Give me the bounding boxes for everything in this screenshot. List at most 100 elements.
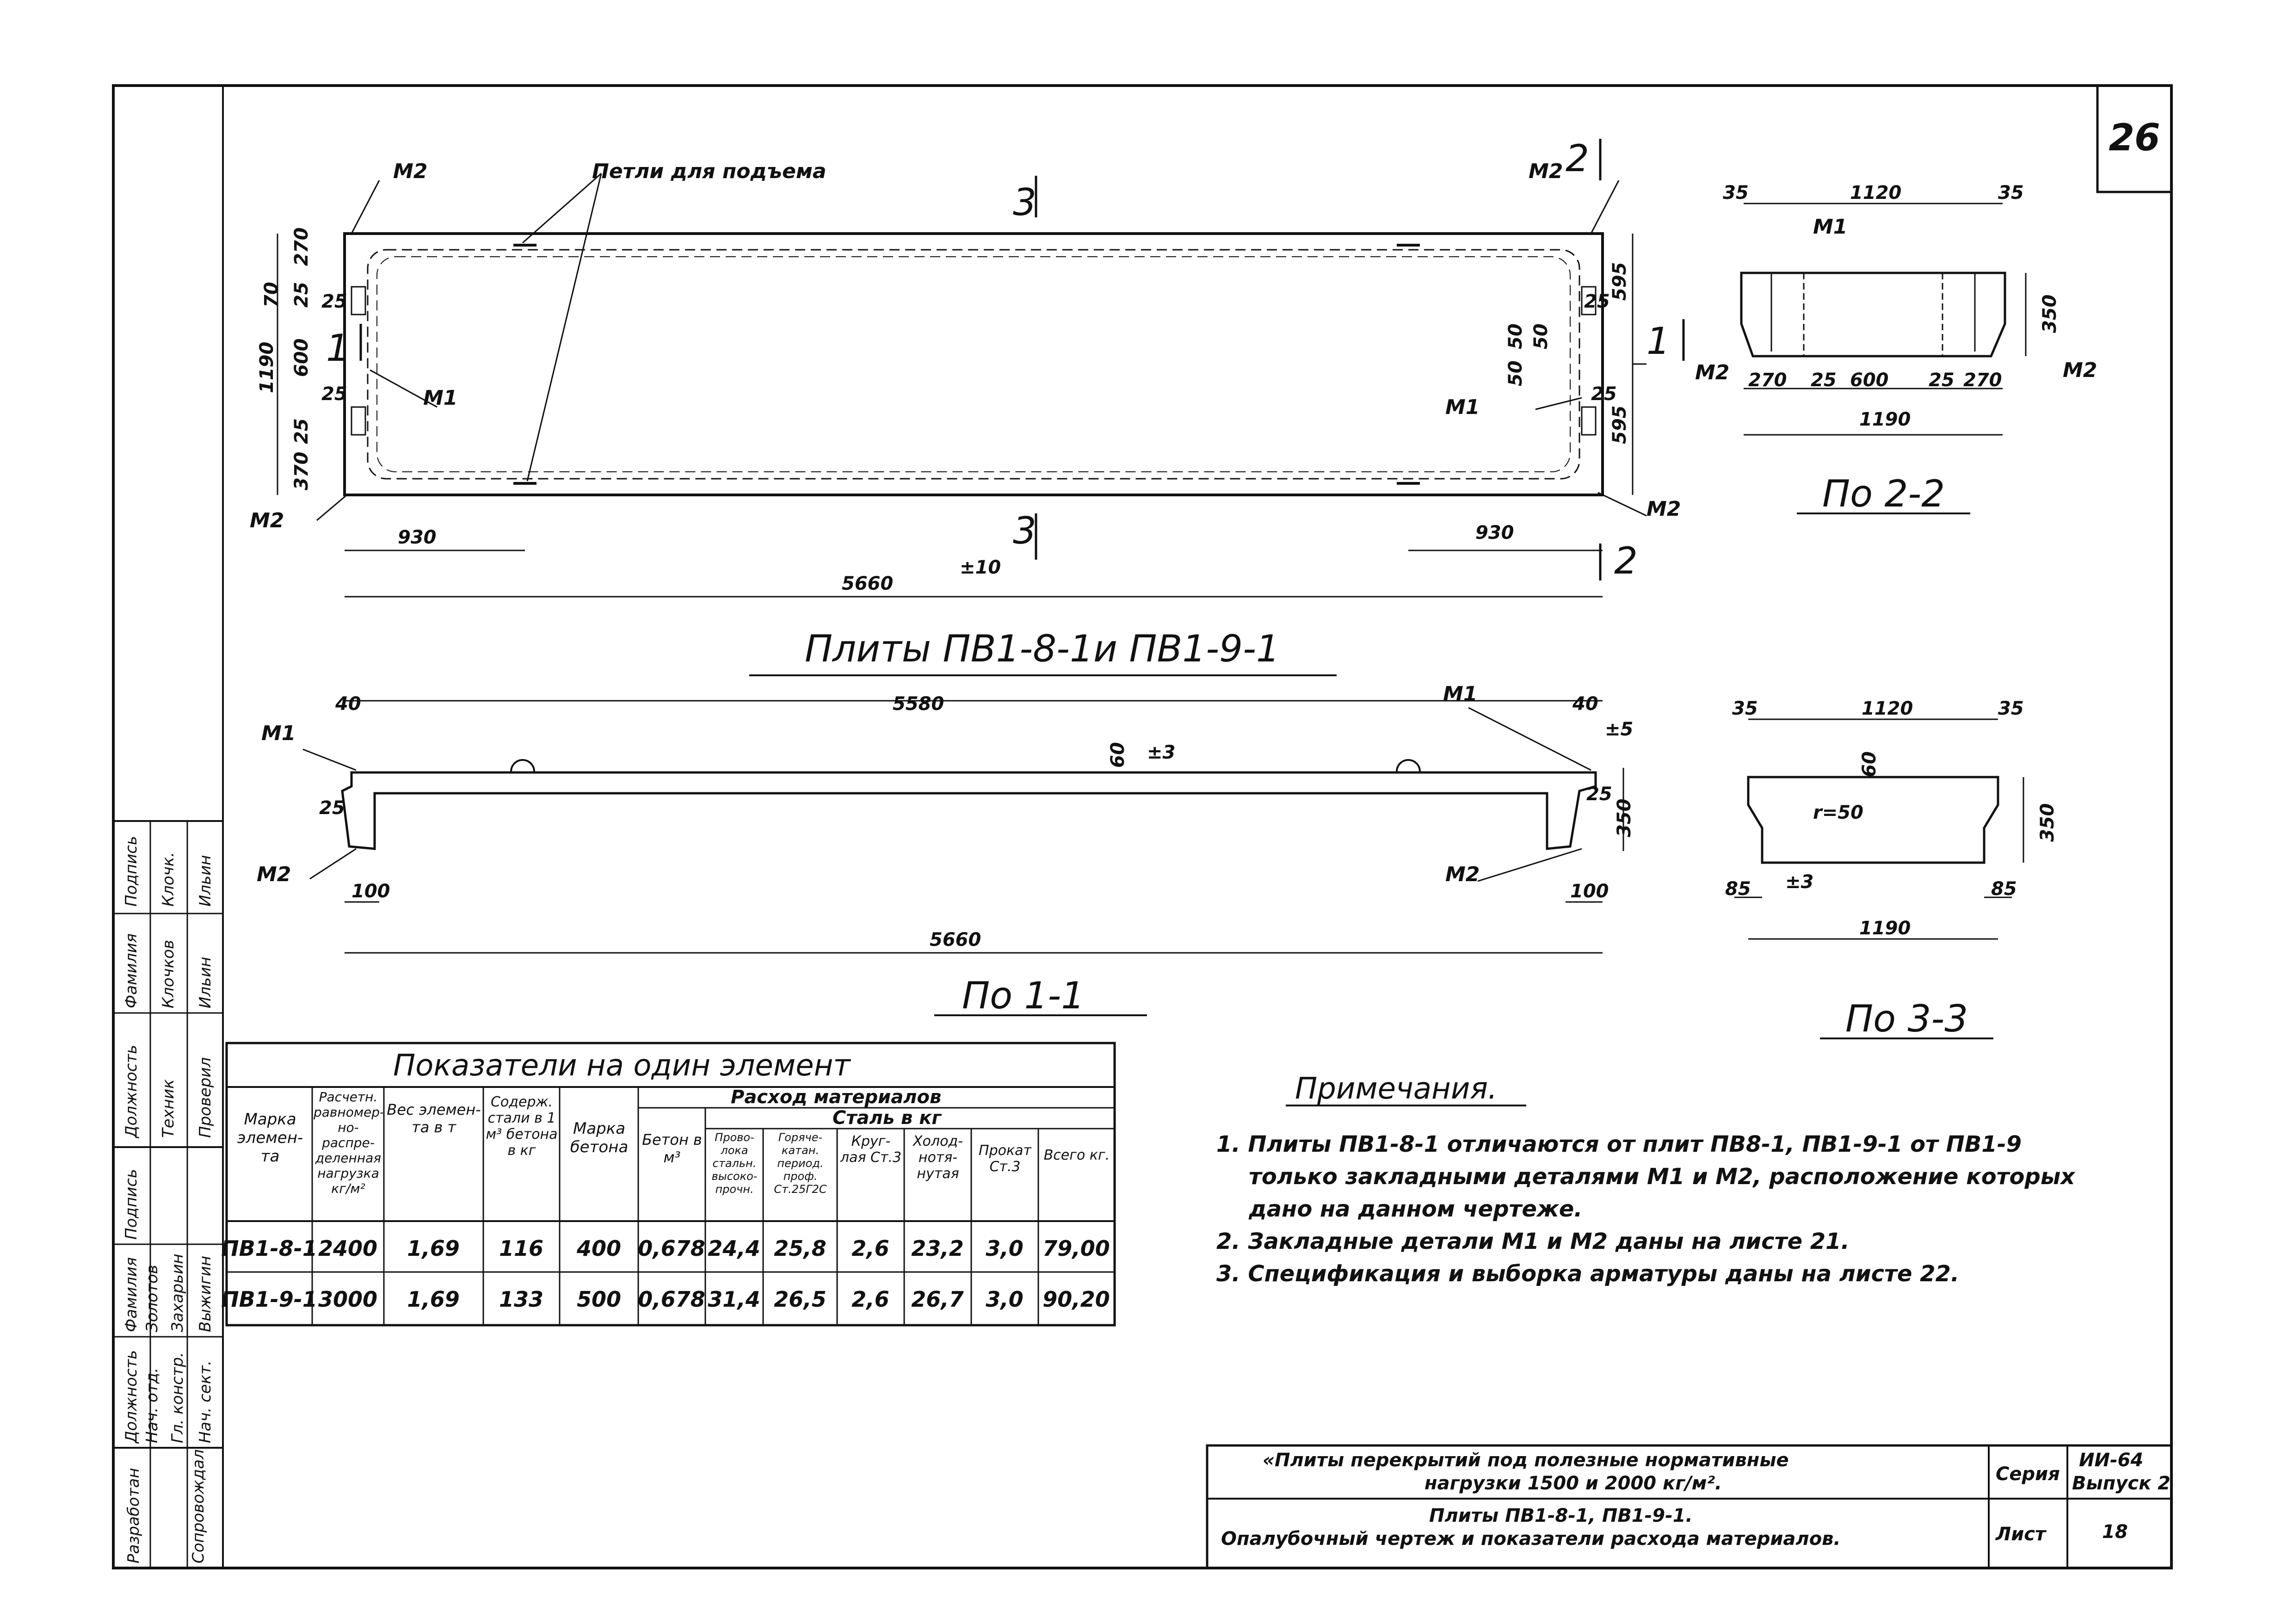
side-stamp-group-label: Сопровождал	[189, 1449, 208, 1563]
table-cell: ПВ1-9-1	[221, 1287, 317, 1312]
table-row: ПВ1-9-1 3000 1,69 133 500 0,678 31,4 26,…	[221, 1287, 1110, 1312]
s11-tol5: ±5	[1605, 719, 1633, 740]
plan-loops-callout: Петли для подъема	[592, 160, 826, 183]
s33-dim-35b: 35	[1998, 698, 2024, 719]
s22-m2-left: M2	[1695, 361, 1729, 384]
table-cell: 0,678	[638, 1287, 705, 1312]
sheet-frame	[112, 84, 2173, 1569]
side-stamp-cell: Выжигин	[196, 1256, 215, 1332]
stamp-sheet-value: 18	[2102, 1521, 2128, 1543]
note-line: только закладными деталями М1 и М2, расп…	[1249, 1164, 2076, 1190]
s22-title: По 2-2	[1822, 472, 1945, 515]
table-cell: 2400	[318, 1236, 377, 1261]
s11-dim-100b: 100	[1570, 881, 1609, 902]
table-cell: 3000	[318, 1287, 377, 1312]
plan-dim-25a: 25	[291, 282, 312, 308]
plan-title: Плиты ПВ1-8-1и ПВ1-9-1	[805, 627, 1280, 670]
table-header-materials: Расход материалов	[731, 1087, 941, 1108]
section-3-3-view	[1734, 718, 2024, 940]
table-cell: 133	[499, 1287, 543, 1312]
s22-dim-25a: 25	[1811, 370, 1837, 391]
s22-dim-35b: 35	[1998, 182, 2024, 204]
table-cell: ПВ1-8-1	[221, 1236, 317, 1261]
s33-title: По 3-3	[1845, 997, 1968, 1040]
stamp-sheet-label: Лист	[1995, 1524, 2047, 1545]
side-stamp	[112, 820, 224, 1569]
side-stamp-cell: Клочков	[159, 940, 178, 1008]
table-cell: 400	[576, 1236, 621, 1261]
plan-section-2-bottom: 2	[1614, 539, 1638, 582]
plan-dim-600: 600	[291, 339, 312, 377]
side-stamp-col-header: Фамилия	[122, 1257, 141, 1332]
s33-dim-60: 60	[1859, 751, 1880, 777]
s33-tol: ±3	[1785, 871, 1813, 893]
plan-dim-total-width: 1190	[256, 342, 278, 393]
side-stamp-cell: Проверил	[196, 1057, 215, 1138]
s11-dim-25: 25	[319, 797, 345, 819]
table-header-cell: Марка элемен- та	[237, 1110, 303, 1166]
plan-section-1-right: 1	[1646, 320, 1670, 363]
side-stamp-cell: Ильин	[196, 855, 215, 907]
stamp-line3: Плиты ПВ1-8-1, ПВ1-9-1.	[1429, 1505, 1693, 1526]
table-cell: 24,4	[708, 1236, 760, 1261]
stamp-line4: Опалубочный чертеж и показатели расхода …	[1221, 1528, 1841, 1550]
section-2-2-view	[1740, 203, 2027, 436]
s22-dim-270a: 270	[1748, 370, 1787, 391]
table-cell: 1,69	[407, 1236, 460, 1261]
s11-dim-100a: 100	[352, 881, 390, 902]
s33-r50: r=50	[1813, 802, 1863, 823]
side-stamp-col-header: Подпись	[122, 1169, 141, 1240]
side-stamp-cell: Клочк.	[159, 852, 178, 907]
table-cell: 90,20	[1042, 1287, 1110, 1312]
s33-dim-350: 350	[2037, 803, 2058, 842]
plan-m1-right: M1	[1445, 395, 1480, 419]
sheet-number: 26	[2109, 116, 2160, 159]
plan-section-1-left: 1	[326, 327, 350, 370]
note-line: дано на данном чертеже.	[1248, 1196, 1582, 1222]
table-cell: 3,0	[986, 1236, 1024, 1261]
s11-m1-right: M1	[1443, 682, 1477, 706]
table-header-cell: Прокат Ст.3	[979, 1142, 1031, 1175]
table-cell: 26,7	[911, 1287, 964, 1312]
s22-dim-350: 350	[2039, 295, 2060, 333]
s22-dim-1120: 1120	[1850, 182, 1901, 204]
table-cell: 26,5	[774, 1287, 826, 1312]
plan-dim-r50a: 50	[1505, 323, 1526, 349]
note-line: 1. Плиты ПВ1-8-1 отличаются от плит ПВ8-…	[1216, 1131, 2022, 1157]
plan-dim-70: 70	[261, 282, 282, 308]
side-stamp-col-header: Фамилия	[122, 933, 141, 1008]
plan-dim-r50c: 50	[1505, 360, 1526, 386]
s22-m2-right: M2	[2063, 358, 2097, 382]
table-cell: 23,2	[911, 1236, 964, 1261]
side-stamp-col-header: Должность	[122, 1350, 141, 1444]
table-header-cell: Марка бетона	[570, 1119, 629, 1156]
table-header-cell: Бетон в м³	[642, 1131, 702, 1166]
s11-dim-25b: 25	[1586, 784, 1612, 805]
stamp-issue: Выпуск 2	[2072, 1473, 2171, 1494]
title-stamp	[1206, 1444, 2173, 1569]
side-stamp-cell: Ильин	[196, 957, 215, 1008]
table-cell: 500	[577, 1287, 621, 1312]
table-row: ПВ1-8-1 2400 1,69 116 400 0,678 24,4 25,…	[221, 1236, 1110, 1261]
side-stamp-group-label: Разработан	[124, 1468, 143, 1563]
table-header-cell: Расчетн. равномер- но-распре- деленная н…	[314, 1089, 383, 1196]
table-header-row: Марка элемен- та Расчетн. равномер- но-р…	[237, 1089, 1110, 1196]
side-stamp-cell: Золотов	[143, 1265, 161, 1332]
s33-dim-1190: 1190	[1859, 918, 1911, 939]
s11-dim-5660: 5660	[930, 929, 981, 951]
s22-dim-35a: 35	[1723, 182, 1749, 204]
table-cell: 3,0	[986, 1287, 1024, 1312]
table-header-cell: Содерж. стали в 1 м³ бетона в кг	[486, 1094, 558, 1159]
table-cell: 79,00	[1042, 1236, 1110, 1261]
table-header-cell: Прово- лока стальн. высоко- прочн.	[711, 1131, 758, 1196]
s33-dim-85a: 85	[1725, 878, 1751, 900]
table-cell: 31,4	[708, 1287, 760, 1312]
table-cell: 116	[499, 1236, 543, 1261]
s22-dim-25b: 25	[1929, 370, 1955, 391]
note-line: 2. Закладные детали М1 и М2 даны на лист…	[1216, 1229, 1850, 1254]
table-header-cell: Горяче- катан. период. проф. Ст.25Г2С	[774, 1131, 827, 1196]
table-header-cell: Круг- лая Ст.3	[840, 1133, 902, 1166]
s22-dim-270b: 270	[1963, 370, 2002, 391]
table-cell: 1,69	[407, 1287, 460, 1312]
